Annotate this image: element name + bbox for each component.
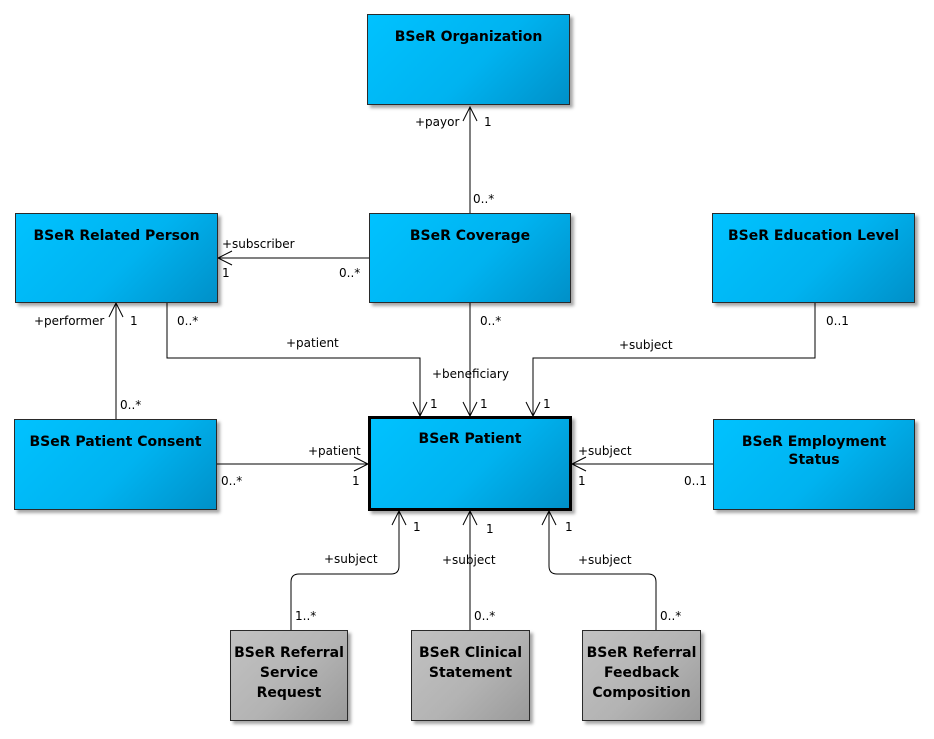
class-title: BSeR Organization [394, 29, 543, 45]
clinical-subject-source-multiplicity: 0..* [474, 609, 496, 623]
clinical-subject-target-multiplicity: 1 [486, 522, 494, 536]
class-title: BSeR Coverage [409, 228, 531, 244]
class-bser-patient[interactable]: BSeR Patient [368, 416, 572, 511]
class-title: BSeR Employment Status [741, 434, 887, 468]
beneficiary-role-label: +beneficiary [432, 367, 509, 381]
feedback-subject-target-multiplicity: 1 [565, 520, 573, 534]
clinical-subject-arrowhead [462, 509, 478, 526]
beneficiary-target-multiplicity: 1 [480, 397, 488, 411]
related-patient-target-multiplicity: 1 [430, 397, 438, 411]
performer-role-label: +performer [34, 314, 105, 328]
beneficiary-source-multiplicity: 0..* [480, 314, 502, 328]
referral-subject-target-multiplicity: 1 [413, 520, 421, 534]
class-title: BSeR Patient Consent [29, 434, 202, 450]
class-bser-education-level[interactable]: BSeR Education Level [712, 213, 915, 303]
subscriber-source-multiplicity: 0..* [339, 266, 361, 280]
payor-arrowhead [462, 105, 478, 122]
consent-patient-role-label: +patient [308, 444, 361, 458]
performer-source-multiplicity: 0..* [120, 398, 142, 412]
class-bser-patient-consent[interactable]: BSeR Patient Consent [14, 419, 217, 510]
class-title: BSeR Patient [418, 431, 522, 447]
class-title: BSeR Clinical Statement [418, 645, 523, 681]
employment-subject-target-multiplicity: 1 [578, 474, 586, 488]
performer-arrowhead [108, 301, 124, 318]
related-patient-role-label: +patient [286, 336, 339, 350]
class-title: BSeR Referral Service Request [234, 645, 344, 701]
referral-subject-arrowhead [391, 509, 407, 526]
class-title: BSeR Referral Feedback Composition [586, 645, 697, 701]
class-bser-coverage[interactable]: BSeR Coverage [369, 213, 571, 303]
employment-subject-role-label: +subject [578, 444, 632, 458]
payor-source-multiplicity: 0..* [473, 192, 495, 206]
education-subject-role-label: +subject [619, 338, 673, 352]
feedback-subject-role-label: +subject [578, 553, 632, 567]
education-subject-source-multiplicity: 0..1 [826, 314, 849, 328]
related-patient-source-multiplicity: 0..* [177, 314, 199, 328]
class-bser-clinical-statement[interactable]: BSeR Clinical Statement [411, 630, 530, 721]
education-subject-line [532, 303, 816, 416]
class-bser-referral-feedback-composition[interactable]: BSeR Referral Feedback Composition [582, 630, 701, 721]
clinical-subject-role-label: +subject [442, 553, 496, 567]
feedback-subject-source-multiplicity: 0..* [660, 609, 682, 623]
feedback-subject-arrowhead [541, 509, 557, 526]
related-patient-line [166, 303, 421, 416]
consent-patient-source-multiplicity: 0..* [221, 474, 243, 488]
class-bser-referral-service-request[interactable]: BSeR Referral Service Request [230, 630, 348, 721]
subscriber-role-label: +subscriber [222, 237, 295, 251]
employment-subject-arrowhead [570, 456, 587, 472]
payor-role-label: +payor [415, 115, 460, 129]
employment-subject-source-multiplicity: 0..1 [684, 474, 707, 488]
referral-subject-role-label: +subject [324, 552, 378, 566]
feedback-subject-line [548, 511, 657, 630]
class-bser-employment-status[interactable]: BSeR Employment Status [713, 419, 915, 510]
class-bser-organization[interactable]: BSeR Organization [367, 14, 570, 105]
class-title: BSeR Education Level [728, 228, 899, 244]
payor-target-multiplicity: 1 [484, 115, 492, 129]
class-bser-related-person[interactable]: BSeR Related Person [15, 213, 218, 303]
subscriber-arrowhead [216, 250, 233, 266]
subscriber-target-multiplicity: 1 [222, 266, 230, 280]
consent-patient-target-multiplicity: 1 [352, 474, 360, 488]
class-title: BSeR Related Person [33, 228, 200, 244]
referral-subject-source-multiplicity: 1..* [295, 609, 317, 623]
performer-target-multiplicity: 1 [130, 314, 138, 328]
education-subject-target-multiplicity: 1 [543, 397, 551, 411]
referral-subject-line [290, 511, 400, 630]
